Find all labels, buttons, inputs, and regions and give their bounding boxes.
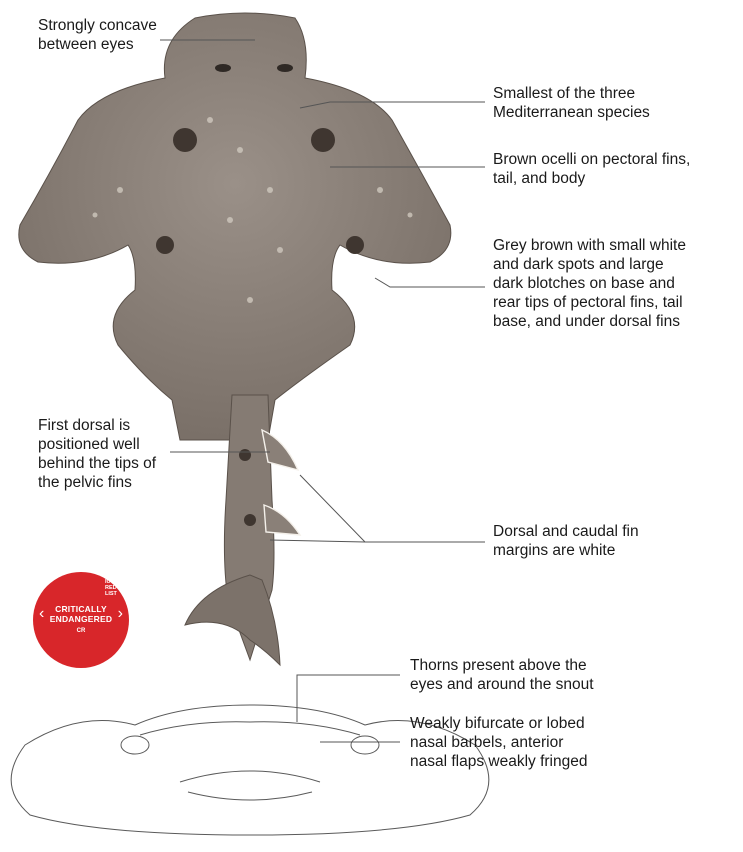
label-fin-margins: Dorsal and caudal fin margins are white: [493, 522, 639, 560]
iucn-redlist-badge: IUCN RED LIST ‹ CRITICALLY ENDANGERED › …: [33, 572, 129, 668]
label-brown-ocelli: Brown ocelli on pectoral fins, tail, and…: [493, 150, 690, 188]
label-thorns: Thorns present above the eyes and around…: [410, 656, 594, 694]
redlist-status: CRITICALLY ENDANGERED: [33, 604, 129, 624]
dorsal-view-shark: [19, 13, 451, 665]
redlist-logo-text: IUCN RED LIST: [105, 579, 118, 597]
redlist-code: CR: [33, 628, 129, 634]
chevron-right-icon: ›: [118, 606, 123, 622]
label-snout-concave: Strongly concave between eyes: [38, 16, 157, 54]
label-coloration: Grey brown with small white and dark spo…: [493, 236, 686, 331]
label-smallest-species: Smallest of the three Mediterranean spec…: [493, 84, 650, 122]
label-nasal-barbels: Weakly bifurcate or lobed nasal barbels,…: [410, 714, 588, 771]
label-first-dorsal: First dorsal is positioned well behind t…: [38, 416, 156, 492]
